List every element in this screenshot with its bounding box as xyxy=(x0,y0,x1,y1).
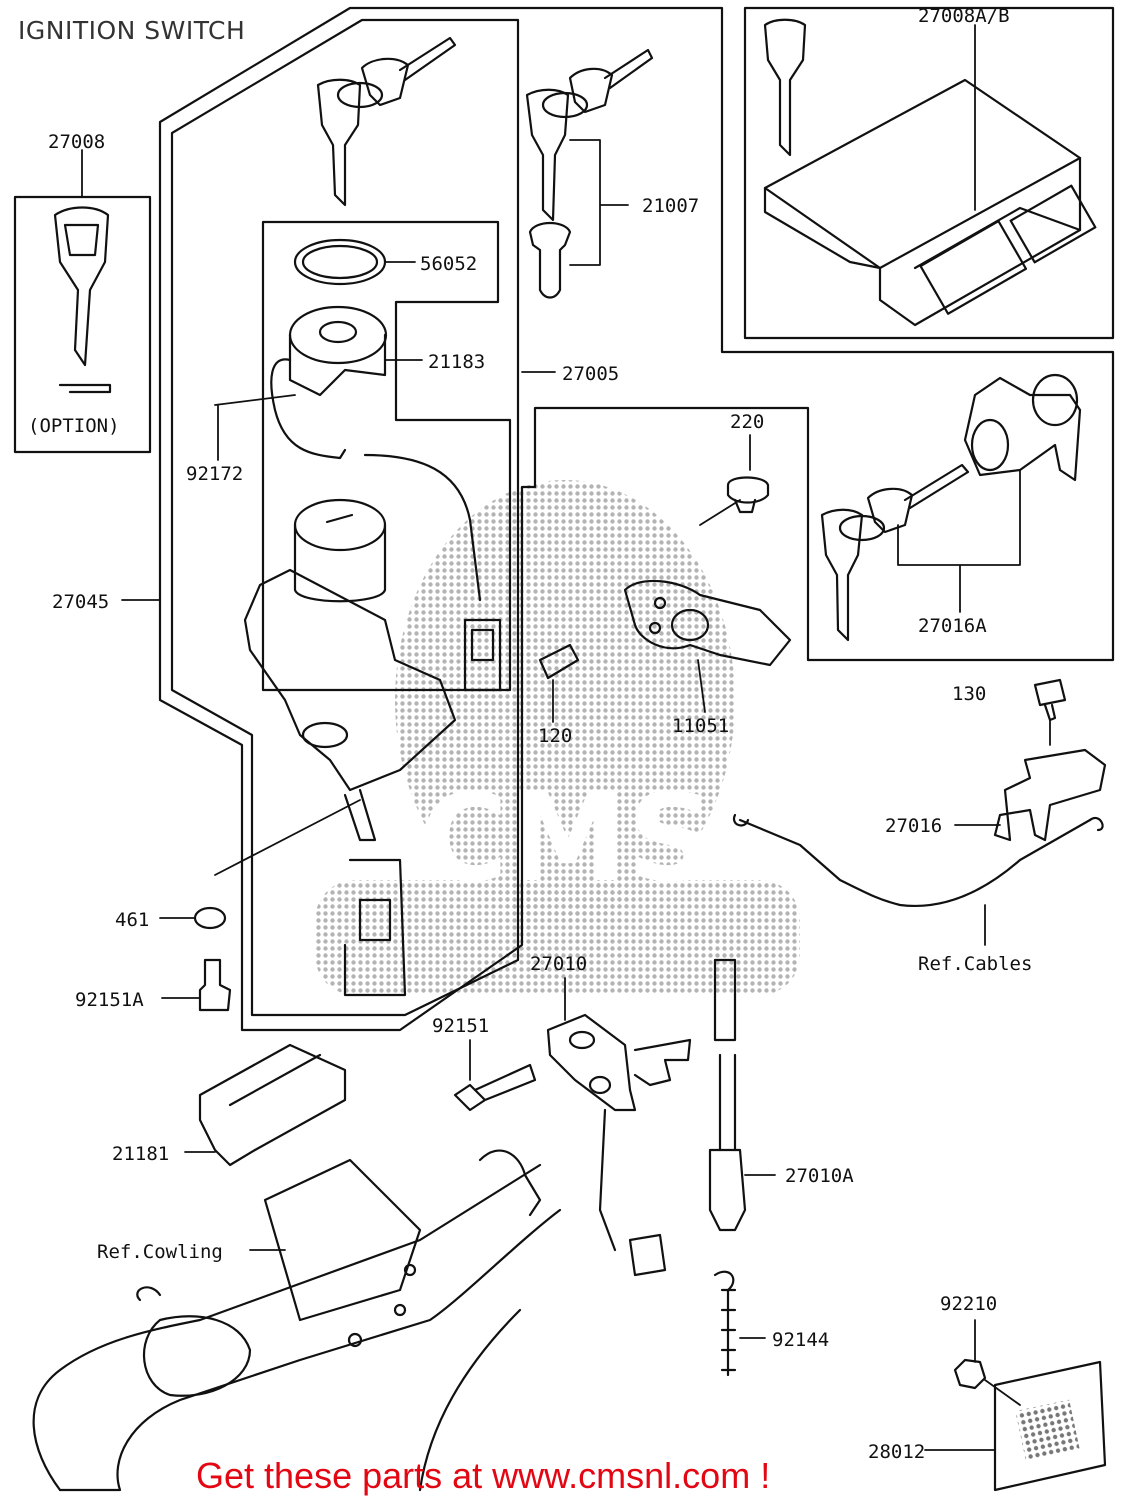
label-92210: 92210 xyxy=(940,1293,997,1315)
key-icon-set-3 xyxy=(820,463,970,642)
key-icon-option xyxy=(53,206,112,394)
cable-drawing xyxy=(738,818,1092,907)
label-461: 461 xyxy=(115,909,149,931)
leader-lines xyxy=(81,24,1051,1451)
key-icon-set-2 xyxy=(525,48,654,222)
label-option: (OPTION) xyxy=(28,415,120,437)
bolt-220-drawing xyxy=(726,476,770,514)
cms-watermark: CMS xyxy=(315,480,800,995)
bracket-11051-drawing xyxy=(623,579,792,667)
frame-drawing xyxy=(32,1149,562,1492)
label-11051: 11051 xyxy=(672,715,729,737)
bolt-130-drawing xyxy=(1033,678,1067,722)
cap-plug-drawing xyxy=(528,221,572,299)
label-27016: 27016 xyxy=(885,815,942,837)
key-icon-ecu xyxy=(763,18,807,157)
label-27016a: 27016A xyxy=(918,615,987,637)
label-27008: 27008 xyxy=(48,131,105,153)
cover-drawing xyxy=(270,305,482,602)
bolt-92151a-drawing xyxy=(198,958,232,1012)
label-27010a: 27010A xyxy=(785,1165,854,1187)
nut-92210-drawing xyxy=(953,1358,987,1390)
label-92144: 92144 xyxy=(772,1329,829,1351)
label-27005: 27005 xyxy=(562,363,619,385)
footer-link-text[interactable]: Get these parts at www.cmsnl.com ! xyxy=(196,1455,771,1496)
label-27045: 27045 xyxy=(52,591,109,613)
relay-21181-drawing xyxy=(198,1043,347,1167)
washer-461-drawing xyxy=(193,906,227,930)
connector-drawing xyxy=(463,618,502,692)
label-21181: 21181 xyxy=(112,1143,169,1165)
label-21007: 21007 xyxy=(642,195,699,217)
label-ref-cables: Ref.Cables xyxy=(918,953,1032,975)
label-28012: 28012 xyxy=(868,1441,925,1463)
watermark-text: CMS xyxy=(420,770,714,909)
key-icon-set-1 xyxy=(316,36,457,207)
label-21183: 21183 xyxy=(428,351,485,373)
option-box-outline xyxy=(13,195,152,454)
label-130: 130 xyxy=(952,683,986,705)
ecu-unit-drawing xyxy=(763,78,1097,327)
ignition-switch-drawing xyxy=(243,498,457,997)
seat-lock-drawing xyxy=(963,373,1082,482)
assembly-outline-27045 xyxy=(170,18,520,1017)
bracket-27016-drawing xyxy=(993,748,1107,842)
label-28012-drawing xyxy=(993,1360,1107,1492)
label-92151: 92151 xyxy=(432,1015,489,1037)
bolt-120-drawing xyxy=(538,643,580,680)
label-ref-cowling: Ref.Cowling xyxy=(97,1241,223,1263)
label-120: 120 xyxy=(538,725,572,747)
diagram-title: IGNITION SWITCH xyxy=(18,16,246,45)
label-56052: 56052 xyxy=(420,253,477,275)
label-92172: 92172 xyxy=(186,463,243,485)
bolt-92151-drawing xyxy=(453,1063,537,1112)
label-27010: 27010 xyxy=(530,953,587,975)
assembly-outline-27005 xyxy=(158,6,1115,1032)
spring-92144-drawing xyxy=(713,1270,737,1377)
label-92151a: 92151A xyxy=(75,989,144,1011)
switch-27010-drawing xyxy=(546,1013,637,1112)
part-labels: 27008 (OPTION) 27008A/B 21007 56052 2118… xyxy=(28,5,1032,1463)
label-220: 220 xyxy=(730,411,764,433)
ecu-box-outline xyxy=(743,6,1115,340)
inner-box-21183 xyxy=(261,220,512,692)
label-27008ab: 27008A/B xyxy=(918,5,1010,27)
cable-27010a-drawing xyxy=(713,958,737,1152)
